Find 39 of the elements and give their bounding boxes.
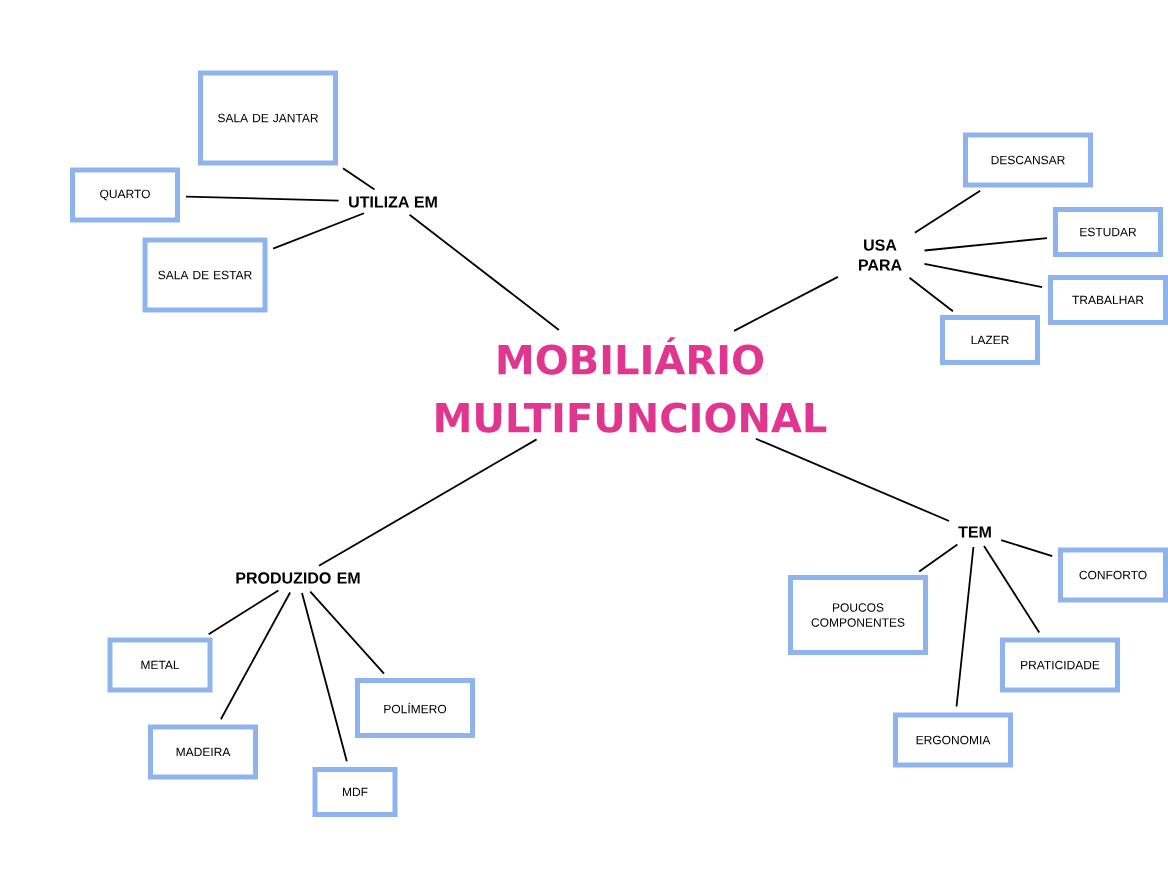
connector-line — [342, 167, 376, 191]
connector-line — [918, 543, 959, 573]
connector-line — [309, 590, 385, 675]
connector-line — [908, 276, 954, 313]
connector-line — [408, 213, 560, 331]
connector-line — [923, 262, 1043, 288]
connector-line — [219, 591, 291, 721]
link-word: USA PARA — [859, 239, 902, 271]
connector-line — [923, 237, 1048, 252]
label-box: QUARTO — [70, 167, 180, 223]
label-box: ESTUDAR — [1053, 207, 1163, 257]
connector-line — [318, 438, 538, 567]
label-box: MDF — [312, 767, 398, 817]
label-box: PRATICIDADE — [1000, 637, 1120, 693]
title-text: MOBILIÁRIO MULTIFUNCIONAL — [436, 337, 827, 433]
label-box: SALA DE ESTAR — [142, 237, 268, 313]
connector-line — [983, 545, 1041, 634]
label-box: POLÍMERO — [355, 678, 475, 738]
link-word: TEM — [958, 526, 991, 538]
link-word: UTILIZA EM — [349, 196, 437, 208]
label-box: ERGONOMIA — [893, 712, 1013, 768]
connector-line — [1000, 539, 1054, 557]
connector-line — [955, 546, 975, 708]
connector-line — [733, 276, 839, 332]
connector-line — [754, 437, 950, 522]
label-box: SALA DE JANTAR — [198, 70, 338, 166]
connector-line — [913, 189, 982, 234]
label-box: POUCOS COMPONENTES — [788, 575, 928, 655]
label-box: TRABALHAR — [1048, 275, 1168, 325]
connector-line — [207, 589, 280, 636]
label-box: DESCANSAR — [963, 132, 1093, 188]
connector-line — [272, 212, 365, 250]
link-word: PRODUZIDO EM — [236, 572, 360, 584]
label-box: CONFORTO — [1058, 547, 1168, 603]
connector-line — [301, 592, 348, 763]
label-box: METAL — [107, 637, 213, 693]
label-box: MADEIRA — [148, 724, 258, 780]
label-box: LAZER — [940, 315, 1040, 365]
connector-line — [185, 195, 340, 202]
